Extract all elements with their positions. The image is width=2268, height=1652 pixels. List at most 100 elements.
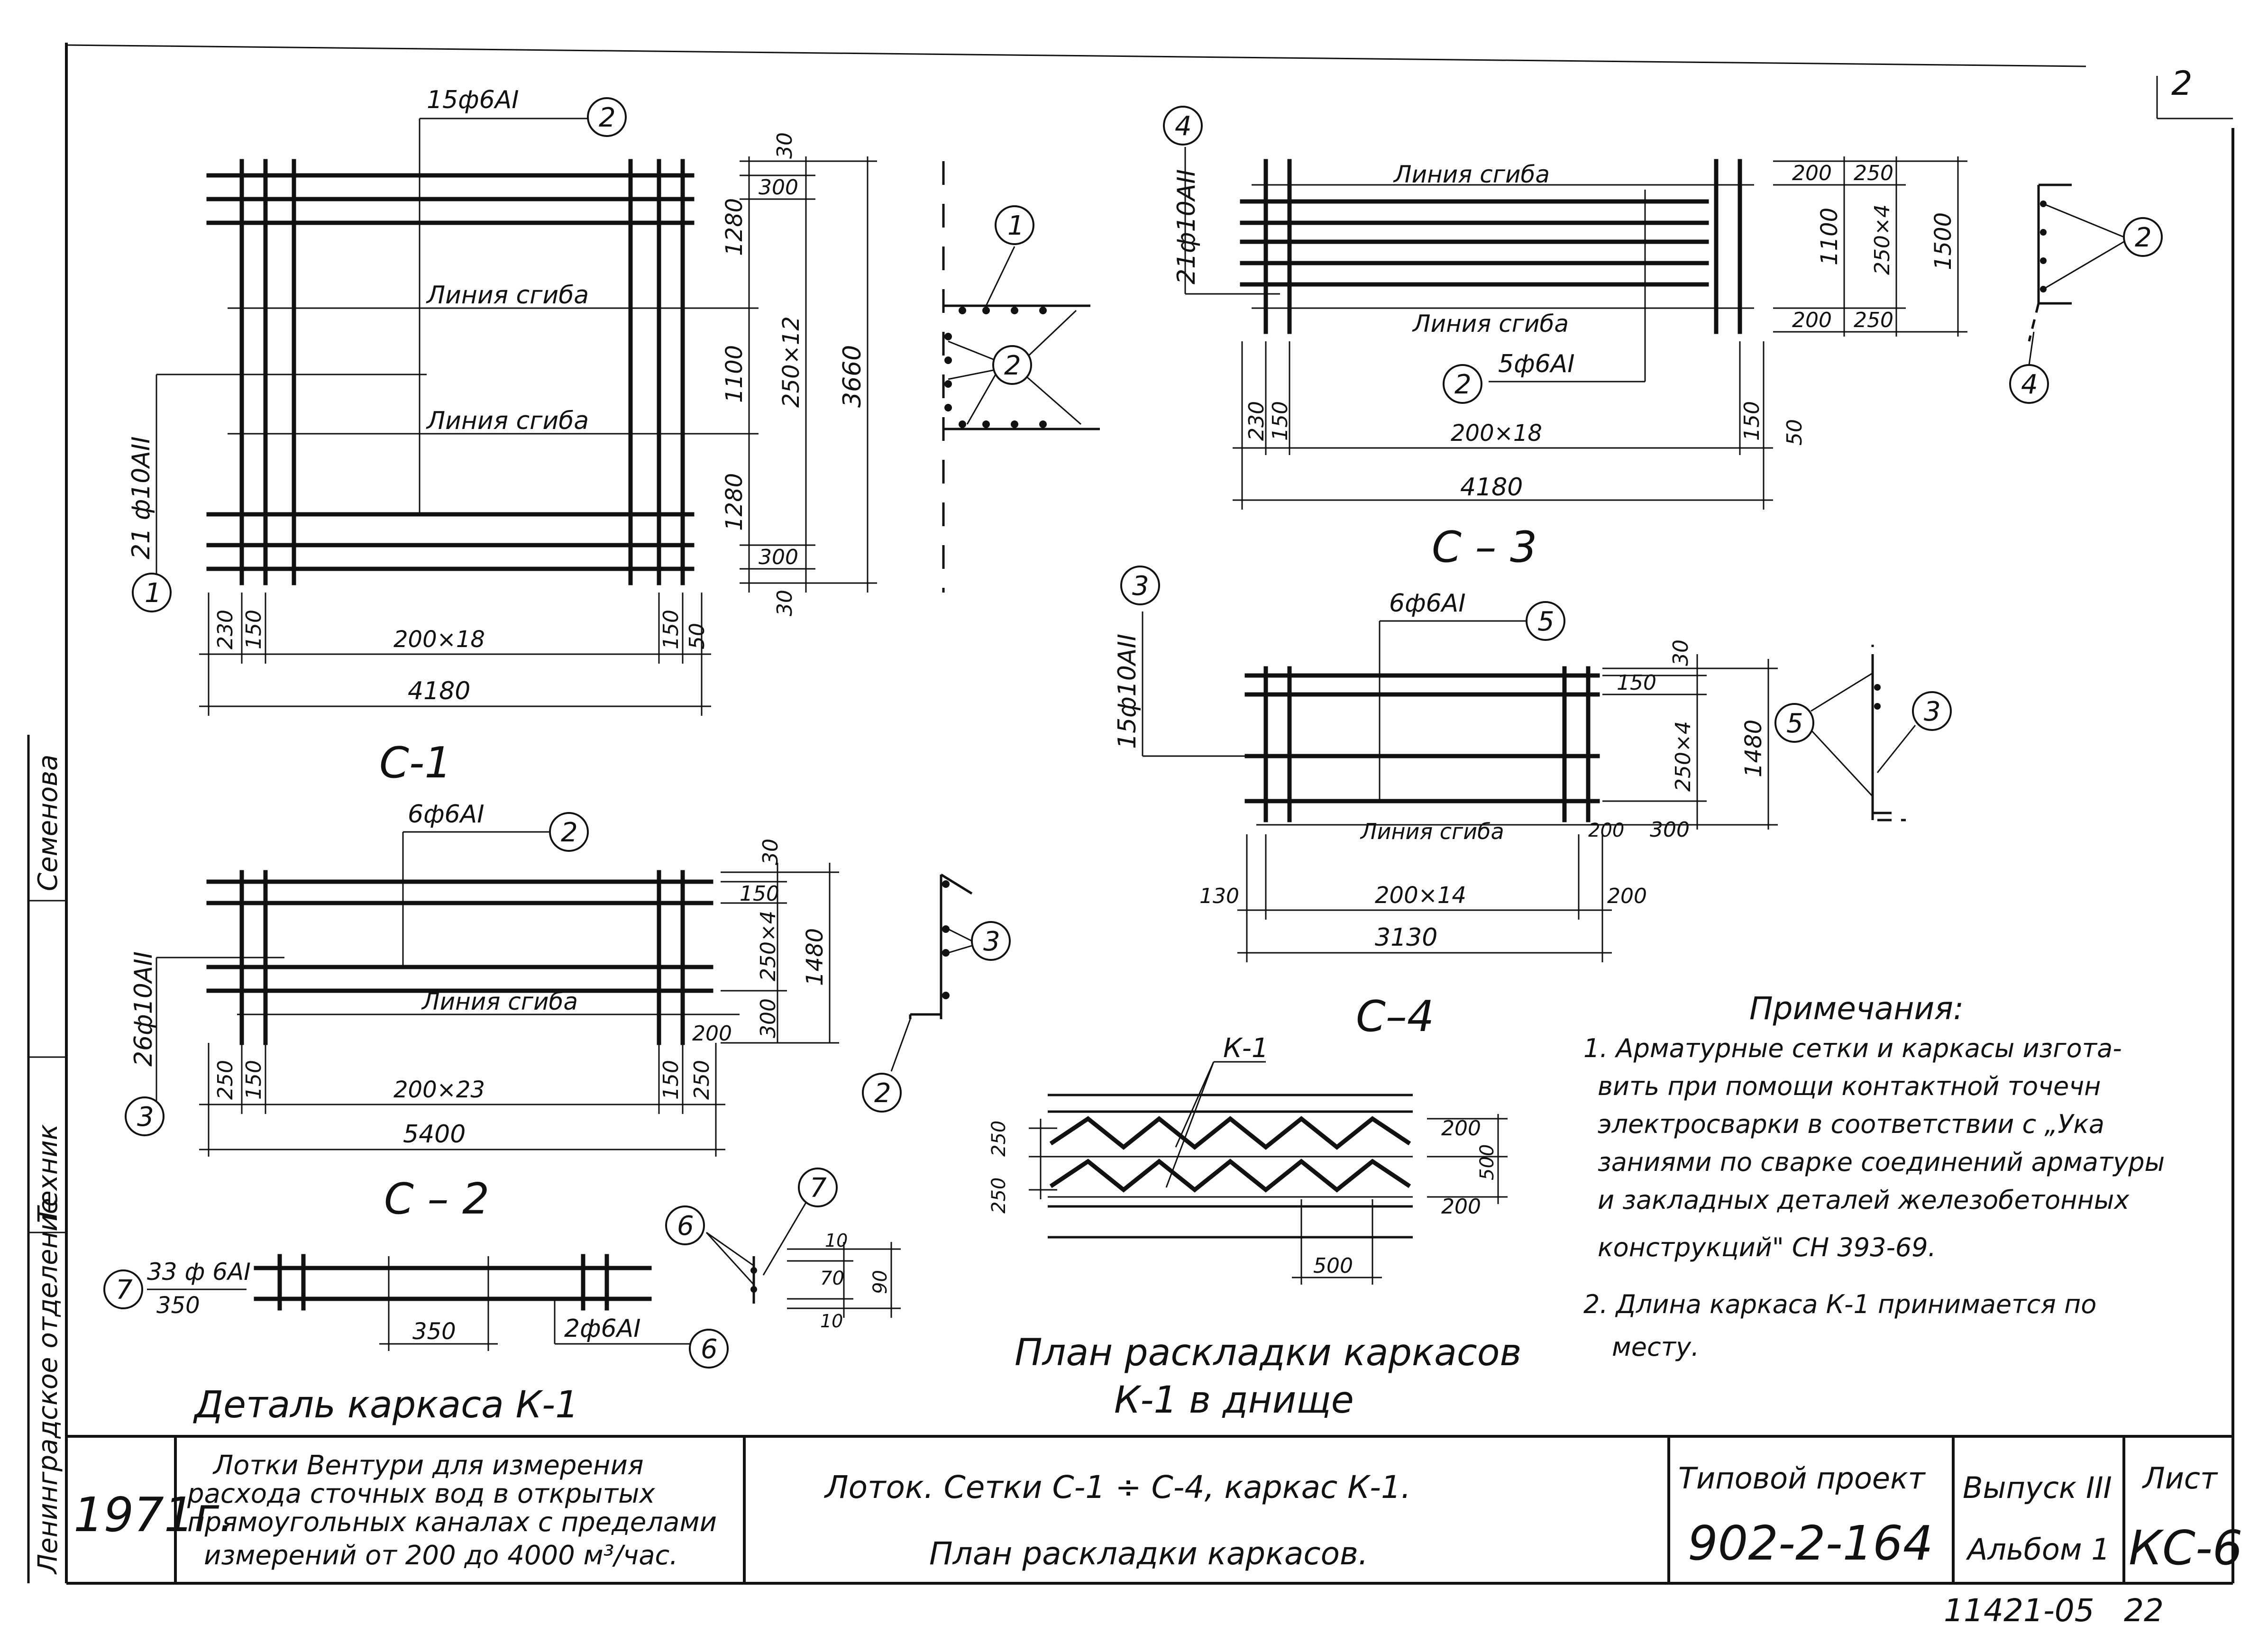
bottom-code: 11421-05: [1944, 1592, 2094, 1629]
k1-dim-90: 90: [869, 1270, 891, 1294]
layout-plan-dim-500: 500: [1476, 1144, 1498, 1180]
project-desc-1: Лотки Вентури для измерения: [212, 1450, 644, 1481]
mesh-c4: Линия сгиба 6ф6AI 5 15ф10AII 3 30 150 25…: [1113, 566, 1952, 1041]
c3-bottom-bend: Линия сгиба: [1412, 310, 1569, 338]
c1-dim-150-left: 150: [242, 610, 266, 649]
c1-marker-1: 1: [145, 578, 162, 609]
c2-dim-5400: 5400: [403, 1120, 466, 1149]
issue-label: Выпуск III: [1963, 1470, 2112, 1505]
c3-dim-1500: 1500: [1930, 212, 1957, 270]
side-stamp: Ленинградское отделение Техник Семенова: [27, 735, 66, 1583]
layout-plan-dim-200-top: 200: [1441, 1116, 1481, 1141]
c1-dim-1280-top: 1280: [721, 198, 748, 256]
c3-marker-2-bottom: 2: [1454, 369, 1472, 400]
c3-left-callout: 21ф10AII: [1172, 169, 1201, 284]
c3-dim-50: 50: [1783, 419, 1807, 446]
c1-dim-30-top: 30: [773, 132, 797, 159]
sheet-frame: 2: [65, 43, 2234, 1585]
k1-bottom-callout: 2ф6AI: [564, 1314, 641, 1343]
c1-dim-300-bottom: 300: [759, 545, 798, 569]
c3-dim-250-top: 250: [1854, 161, 1893, 185]
notes-line-2: вить при помощи контактной точечн: [1598, 1071, 2101, 1101]
side-stamp-org: Ленинградское отделение: [33, 1198, 64, 1575]
sheet-code: КС-6: [2129, 1520, 2243, 1576]
c3-dim-150-left: 150: [1268, 401, 1292, 441]
c4-dim-130: 130: [1199, 884, 1239, 908]
mesh-c2: Линия сгиба 6ф6AI 2 26ф10AII 3 30 150 25…: [125, 800, 1011, 1224]
project-desc-2: расхода сточных вод в открытых: [187, 1479, 655, 1509]
c1-dim-230: 230: [213, 610, 238, 649]
bottom-page: 22: [2124, 1592, 2164, 1629]
c1-dim-1280-bottom: 1280: [721, 473, 748, 531]
notes-heading: Примечания:: [1749, 990, 1964, 1027]
c3-section-marker-4: 4: [2021, 369, 2038, 400]
c2-marker-2-top: 2: [561, 817, 578, 848]
layout-plan-dim-500-bottom: 500: [1313, 1254, 1353, 1278]
c3-dim-250x4: 250×4: [1870, 204, 1894, 275]
c2-dim-150-right: 150: [659, 1060, 683, 1100]
sheet-number-top: 2: [2171, 64, 2193, 103]
k1-left-callout-top: 33 ф 6AI: [147, 1258, 251, 1286]
c3-dim-4180: 4180: [1460, 473, 1523, 502]
c4-section-marker-5: 5: [1786, 708, 1803, 739]
c1-marker-2-top: 2: [599, 102, 616, 133]
c2-section-marker-3: 3: [983, 926, 1000, 957]
k1-left-callout-bottom: 350: [156, 1292, 200, 1319]
c2-bend-line: Линия сгиба: [421, 988, 578, 1015]
c4-top-callout: 6ф6AI: [1389, 589, 1466, 618]
c4-marker-3-left: 3: [1132, 571, 1149, 602]
c3-dim-200-bottom: 200: [1792, 308, 1832, 332]
c2-dim-250-right: 250: [690, 1060, 714, 1100]
layout-plan: К-1 250 250 200 500 200 500 План расклад…: [988, 1033, 1522, 1422]
c1-dim-1100: 1100: [721, 345, 748, 403]
k1-marker-7-left: 7: [116, 1275, 133, 1305]
c1-dim-4180: 4180: [408, 677, 470, 705]
c3-title: С – 3: [1432, 522, 1537, 572]
c4-dim-3130: 3130: [1375, 923, 1437, 952]
c4-left-callout: 15ф10AII: [1113, 634, 1142, 749]
k1-section-marker-6: 6: [677, 1211, 694, 1241]
c2-dim-200x23: 200×23: [393, 1077, 485, 1103]
c4-title: С–4: [1356, 992, 1434, 1041]
c4-dim-30: 30: [1669, 639, 1693, 666]
c1-bend-line-2: Линия сгиба: [426, 407, 589, 435]
layout-plan-dim-250-bottom: 250: [988, 1177, 1010, 1214]
sheet-label: Лист: [2142, 1461, 2218, 1496]
c3-dim-250-bottom: 250: [1854, 308, 1893, 332]
c3-bottom-callout: 5ф6AI: [1498, 350, 1575, 378]
c3-section-marker-2: 2: [2135, 222, 2152, 253]
c1-top-callout: 15ф6AI: [427, 86, 519, 114]
c4-bend-line: Линия сгиба: [1360, 819, 1504, 844]
c1-title: С-1: [379, 738, 452, 788]
project-desc-3: прямоугольных каналах с пределами: [187, 1507, 717, 1538]
notes-line-8: месту.: [1612, 1332, 1699, 1362]
c4-dim-250x4: 250×4: [1671, 721, 1695, 792]
c2-dim-150-left: 150: [242, 1060, 266, 1100]
c2-top-callout: 6ф6AI: [408, 800, 485, 829]
c1-section-marker-1: 1: [1007, 210, 1024, 241]
c2-title: С – 2: [384, 1174, 489, 1224]
c1-dim-150-right: 150: [659, 610, 683, 649]
k1-marker-6-bottom: 6: [701, 1334, 718, 1365]
title-block: 1971г. Лотки Вентури для измерения расхо…: [73, 1436, 2243, 1629]
c2-left-callout: 26ф10AII: [129, 951, 158, 1067]
c1-bend-line-1: Линия сгиба: [426, 281, 589, 310]
title-block-year: 1971г.: [73, 1487, 234, 1542]
c4-dim-1480: 1480: [1740, 720, 1767, 777]
project-desc-4: измерений от 200 до 4000 м³/час.: [204, 1540, 678, 1571]
notes-line-6: конструкций" СН 393-69.: [1598, 1232, 1936, 1262]
k1-section-marker-7: 7: [810, 1173, 827, 1204]
c1-dim-200x18: 200×18: [393, 626, 485, 653]
c2-dim-200: 200: [692, 1022, 732, 1046]
album-label: Альбом 1: [1966, 1532, 2110, 1567]
c3-dim-200x18: 200×18: [1451, 420, 1542, 447]
notes-line-7: 2. Длина каркаса К-1 принимается по: [1583, 1289, 2096, 1319]
k1-dim-350: 350: [412, 1318, 456, 1345]
c3-dim-150-right: 150: [1740, 401, 1764, 441]
c3-dim-1100: 1100: [1816, 208, 1843, 265]
c3-dim-200-top: 200: [1792, 161, 1832, 185]
typical-project-number: 902-2-164: [1688, 1515, 1933, 1571]
mesh-c1: Линия сгиба Линия сгиба 15ф6AI 2 21 ф10A…: [127, 86, 1100, 788]
notes-line-5: и закладных деталей железобетонных: [1598, 1185, 2130, 1215]
